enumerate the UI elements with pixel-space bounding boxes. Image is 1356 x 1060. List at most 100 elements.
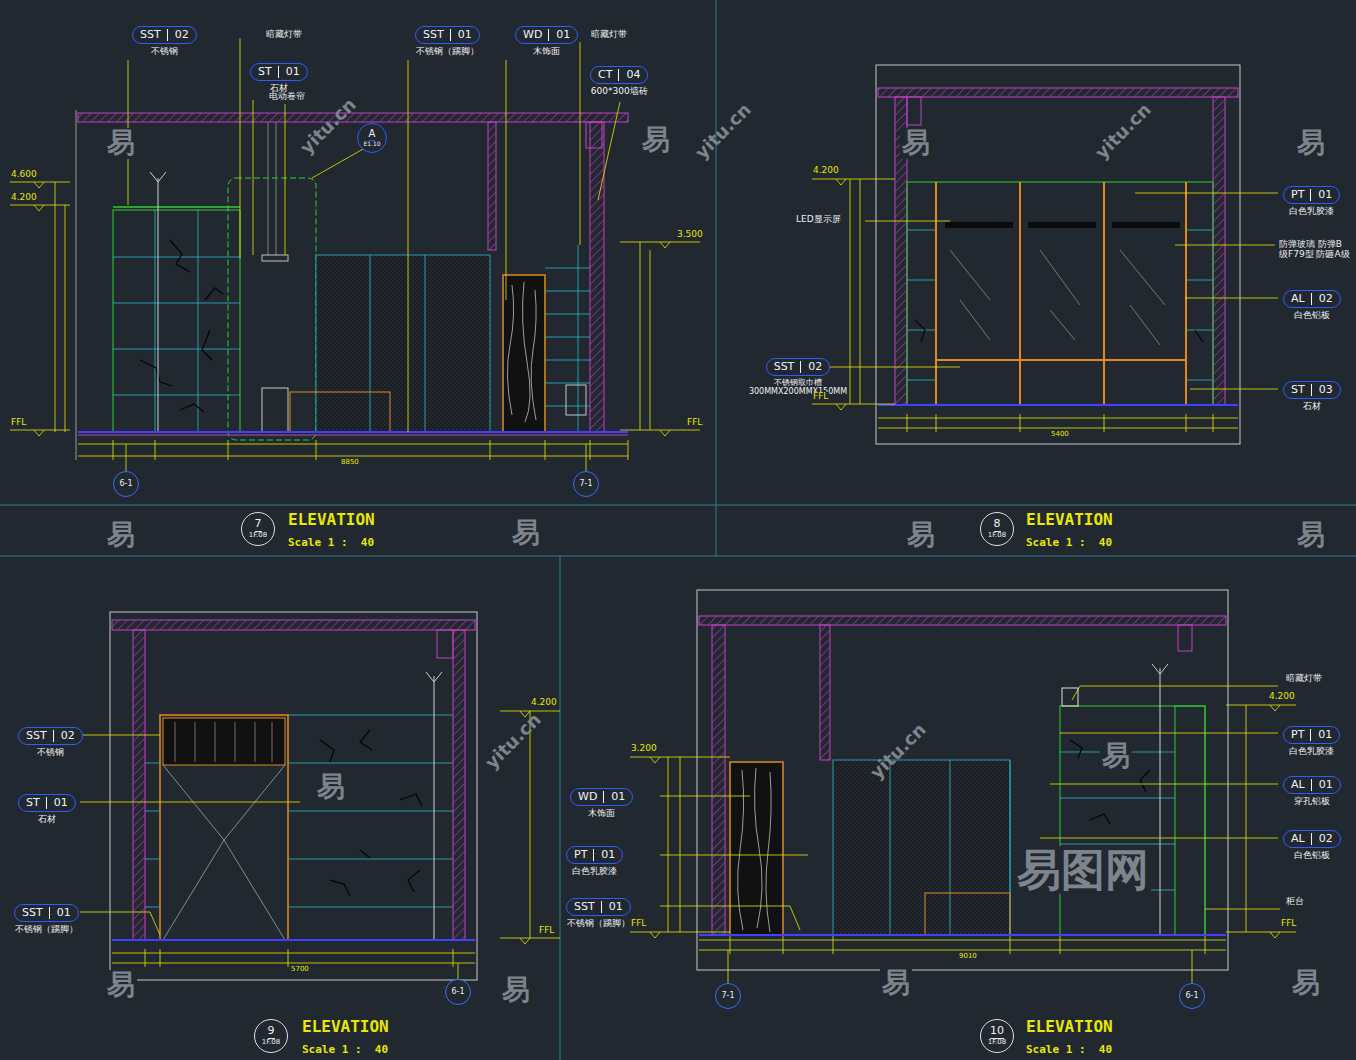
elevation-10 bbox=[1062, 688, 1078, 706]
material-number: 01 bbox=[548, 29, 570, 41]
watermark: 易 bbox=[1100, 741, 1132, 772]
material-number: 02 bbox=[1311, 293, 1333, 305]
watermark: 易 bbox=[1290, 968, 1322, 999]
watermark: 易 bbox=[105, 520, 137, 551]
elevation-7 bbox=[503, 275, 545, 432]
annotation: FFL bbox=[1280, 919, 1297, 929]
callout-tag: WD01 bbox=[570, 788, 633, 806]
elevation-9 bbox=[437, 630, 453, 658]
callout-tag: CT04 bbox=[590, 66, 648, 84]
elevation-9 bbox=[426, 672, 442, 940]
view-title-bubble: 91F.08 bbox=[254, 1019, 288, 1053]
elevation-9 bbox=[163, 765, 285, 940]
bubble-number: 9 bbox=[268, 1025, 275, 1039]
material-description: 白色乳胶漆 bbox=[1289, 207, 1334, 217]
annotation: 防弹玻璃 防弹B级F79型 防砸A级 bbox=[1279, 240, 1351, 260]
elevation-10 bbox=[1178, 625, 1192, 651]
detail-bubble: AE1.10 bbox=[357, 123, 387, 153]
dimension-lines bbox=[699, 936, 1226, 954]
grid-bubble: 6-1 bbox=[1179, 983, 1205, 1009]
material-callout: SST02不锈钢 bbox=[132, 26, 197, 57]
material-callout: CT04 600*300墙砖 bbox=[590, 66, 648, 97]
annotation: 8850 bbox=[340, 459, 360, 467]
elevation-7 bbox=[262, 255, 288, 261]
view-title: ELEVATION bbox=[288, 511, 375, 529]
material-code: PT bbox=[1291, 729, 1304, 741]
dimension-lines bbox=[812, 179, 895, 410]
elevation-10 bbox=[1060, 706, 1205, 935]
dimension-lines bbox=[78, 440, 628, 460]
material-code: WD bbox=[578, 791, 597, 803]
annotation: 4.200 bbox=[10, 193, 38, 203]
material-description: 白色乳胶漆 bbox=[572, 867, 617, 877]
material-number: 02 bbox=[167, 29, 189, 41]
leader-lines bbox=[660, 796, 808, 930]
elevation-7 bbox=[488, 122, 496, 250]
material-callout: SST01不锈钢（踢脚） bbox=[14, 904, 79, 935]
elevation-7 bbox=[113, 210, 240, 432]
material-code: SST bbox=[22, 907, 43, 919]
elevation-7 bbox=[370, 255, 425, 432]
material-callout: SST02不锈钢 bbox=[18, 727, 83, 758]
elevation-10 bbox=[699, 616, 1226, 935]
elevation-10 bbox=[730, 762, 783, 935]
material-callout: AL02白色铝板 bbox=[1283, 830, 1341, 861]
elevation-8 bbox=[945, 222, 1180, 228]
elevation-9 bbox=[320, 730, 422, 896]
elevation-8 bbox=[907, 230, 1213, 380]
callout-tag: AL01 bbox=[1283, 776, 1341, 794]
callout-tag: ST01 bbox=[18, 794, 76, 812]
sheet-frames bbox=[560, 556, 561, 1060]
callout-tag: PT01 bbox=[566, 846, 623, 864]
elevation-7 bbox=[316, 255, 490, 432]
sheet-frames bbox=[0, 556, 1356, 557]
elevation-7 bbox=[78, 431, 628, 433]
material-number: 02 bbox=[53, 730, 75, 742]
sheet-number: 1F.08 bbox=[988, 1039, 1007, 1047]
elevation-7 bbox=[228, 178, 316, 440]
elevation-10 bbox=[833, 760, 1010, 935]
material-code: SST bbox=[423, 29, 444, 41]
material-code: SST bbox=[774, 361, 795, 373]
material-callout: WD01木饰面 bbox=[570, 788, 633, 819]
watermark: yitu.cn bbox=[690, 98, 756, 164]
annotation: FFL bbox=[538, 926, 555, 936]
dimension-lines bbox=[112, 949, 475, 967]
elevation-7 bbox=[140, 240, 223, 412]
elevation-10 bbox=[1175, 706, 1205, 935]
material-callout: PT01 白色乳胶漆 bbox=[566, 846, 623, 877]
bubble-number: 6-1 bbox=[119, 480, 132, 489]
elevation-9 bbox=[112, 620, 475, 630]
scale-note: Scale 1 : 40 bbox=[1026, 537, 1112, 549]
elevation-8 bbox=[878, 88, 1238, 97]
dimension-lines bbox=[34, 182, 44, 436]
leader-lines bbox=[80, 38, 1280, 985]
elevation-7 bbox=[566, 385, 586, 415]
material-code: ST bbox=[1291, 384, 1305, 396]
callout-tag: PT01 bbox=[1283, 186, 1340, 204]
material-description: 白色铝板 bbox=[1294, 851, 1330, 861]
material-code: CT bbox=[598, 69, 612, 81]
leader-lines bbox=[830, 193, 1278, 389]
elevation-9 bbox=[163, 718, 285, 765]
elevation-9 bbox=[112, 620, 475, 940]
material-description: 不锈钢（踢脚） bbox=[567, 919, 630, 929]
grid-bubble: 7-1 bbox=[573, 471, 599, 497]
callout-tag: SST02 bbox=[132, 26, 197, 44]
elevation-9 bbox=[160, 715, 288, 940]
material-code: WD bbox=[523, 29, 542, 41]
material-code: AL bbox=[1291, 293, 1305, 305]
elevation-7 bbox=[507, 282, 536, 422]
material-callout: WD01木饰面 bbox=[515, 26, 578, 57]
material-description: 600*300墙砖 bbox=[591, 87, 648, 97]
material-code: AL bbox=[1291, 779, 1305, 791]
material-code: ST bbox=[26, 797, 40, 809]
material-number: 02 bbox=[800, 361, 822, 373]
watermark: 易 bbox=[640, 125, 672, 156]
elevation-8 bbox=[915, 320, 1203, 342]
bubble-number: 7-1 bbox=[579, 480, 592, 489]
elevation-7 bbox=[76, 110, 628, 460]
watermark: yitu.cn bbox=[1090, 98, 1156, 164]
